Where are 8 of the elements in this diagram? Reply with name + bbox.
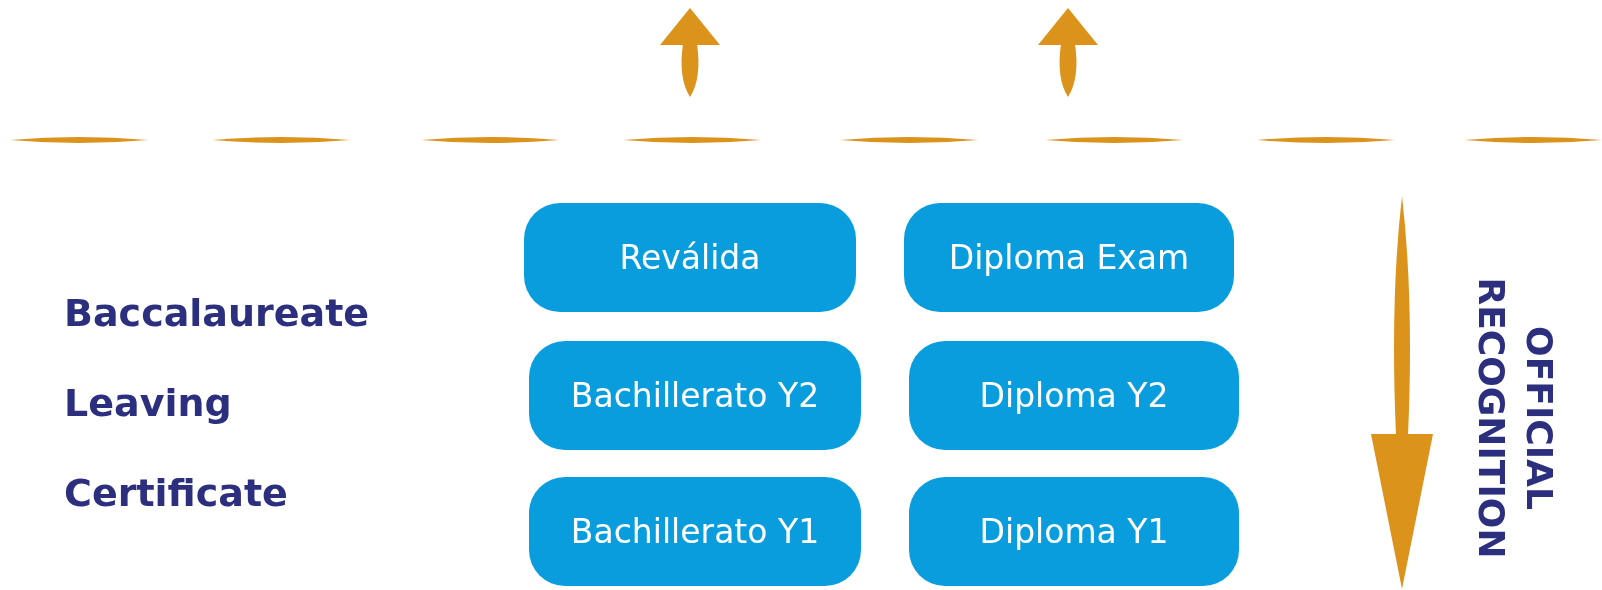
process-box: Bachillerato Y1 [529,477,861,586]
row-label: Baccalaureate Leaving Certificate [64,290,371,517]
axis-label: OFFICIAL RECOGNITION [1470,276,1561,561]
process-box: Diploma Exam [904,203,1234,312]
process-box: Reválida [524,203,856,312]
process-box: Diploma Y2 [909,341,1239,450]
process-box: Bachillerato Y2 [529,341,861,450]
process-box: Diploma Y1 [909,477,1239,586]
